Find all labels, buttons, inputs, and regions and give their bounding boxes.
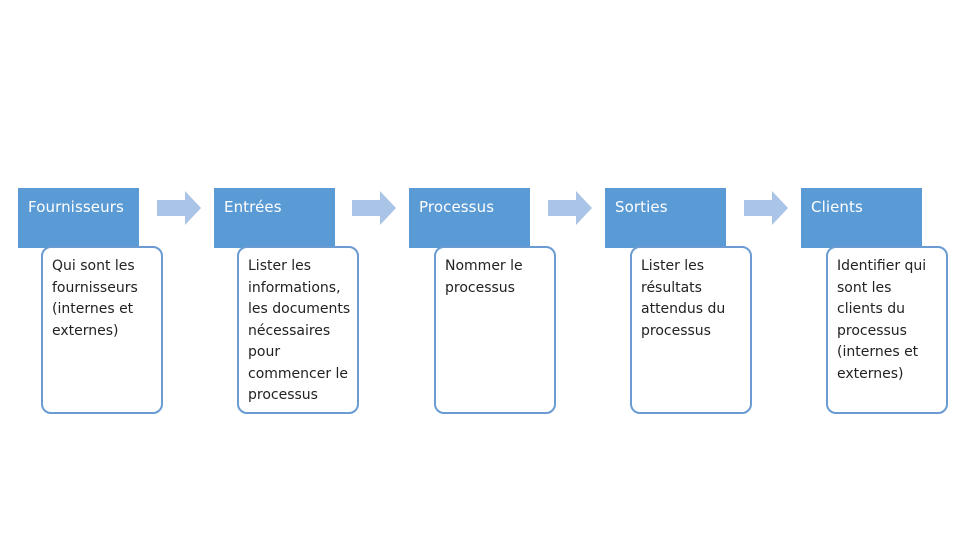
step-box-processus: Nommer le processus [434, 246, 556, 414]
step-header-entrees: Entrées [214, 188, 335, 248]
step-header-sorties: Sorties [605, 188, 726, 248]
step-header-fournisseurs: Fournisseurs [18, 188, 139, 248]
step-box-entrees: Lister les informations, les documents n… [237, 246, 359, 414]
step-box-clients: Identifier qui sont les clients du proce… [826, 246, 948, 414]
arrow-right-icon [744, 191, 788, 225]
step-header-clients: Clients [801, 188, 922, 248]
step-box-sorties: Lister les résultats attendus du process… [630, 246, 752, 414]
step-header-processus: Processus [409, 188, 530, 248]
step-box-fournisseurs: Qui sont les fournisseurs (internes et e… [41, 246, 163, 414]
arrow-right-icon [548, 191, 592, 225]
arrow-right-icon [157, 191, 201, 225]
arrow-right-icon [352, 191, 396, 225]
